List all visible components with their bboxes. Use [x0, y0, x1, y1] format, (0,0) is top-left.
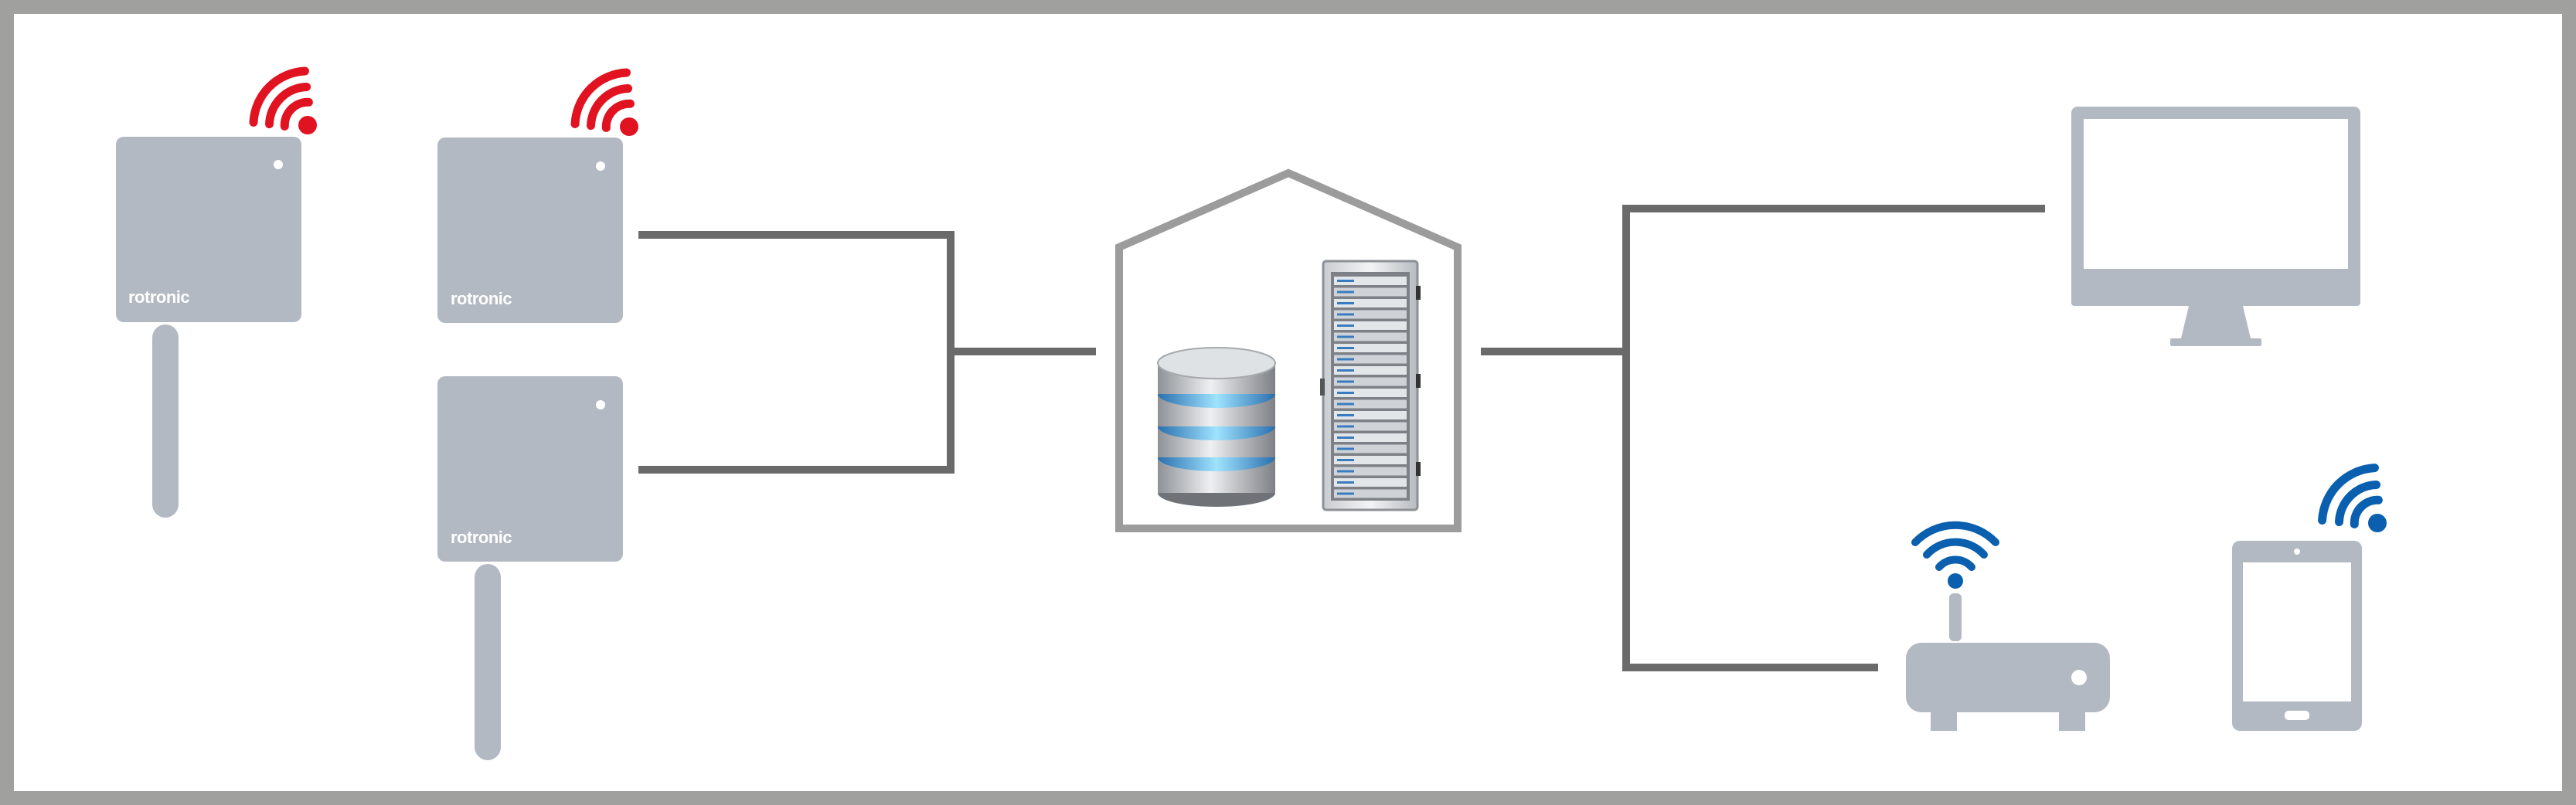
rack-unit-indicator	[1337, 436, 1354, 439]
data-center	[1115, 168, 1462, 532]
sensor-housing	[437, 376, 623, 562]
rack-unit-indicator	[1337, 280, 1354, 282]
server-rack-icon	[1320, 260, 1421, 511]
connector-lines	[638, 205, 2045, 671]
rack-unit	[1334, 467, 1407, 476]
rack-unit-indicator	[1337, 459, 1354, 461]
rack-unit-indicator	[1337, 347, 1354, 349]
rack-unit	[1334, 456, 1407, 464]
rack-unit-indicator	[1337, 425, 1354, 428]
rack-unit-indicator	[1337, 335, 1354, 338]
wifi-signal-icon	[249, 66, 317, 134]
rack-unit-indicator	[1337, 470, 1354, 473]
rack-unit-indicator	[1337, 414, 1354, 416]
sensor-led	[596, 161, 605, 171]
rack-unit	[1334, 433, 1407, 442]
tablet-icon	[2232, 541, 2362, 731]
sensor-led	[596, 400, 605, 409]
rack-unit-indicator	[1337, 290, 1354, 294]
rack-unit-indicator	[1337, 492, 1354, 495]
tablet	[2232, 464, 2387, 731]
sensor-brand-label: rotronic	[451, 528, 512, 547]
sensor-brand-label: rotronic	[451, 289, 512, 308]
sensor-probe	[152, 324, 179, 518]
sensor-3: rotronic	[437, 376, 623, 760]
rack-unit	[1334, 287, 1407, 297]
rack-unit-indicator	[1337, 402, 1354, 406]
rack-unit	[1334, 366, 1407, 375]
rack-unit-indicator	[1337, 481, 1354, 484]
rack-unit	[1334, 344, 1407, 352]
sensor-2: rotronic	[437, 68, 638, 323]
rack-unit	[1334, 310, 1407, 319]
sensor-housing	[116, 137, 301, 322]
sensor-probe	[475, 564, 501, 760]
rack-unit	[1334, 299, 1407, 307]
database-icon	[1157, 347, 1276, 507]
wifi-signal-icon	[1911, 521, 1999, 589]
rack-unit-indicator	[1337, 392, 1354, 394]
wifi-signal-icon	[570, 68, 638, 136]
rack-unit	[1334, 355, 1407, 364]
rack-unit-indicator	[1337, 358, 1354, 361]
router-icon	[1906, 593, 2110, 731]
rack-unit-indicator	[1337, 369, 1354, 372]
monitor-icon	[2071, 107, 2360, 346]
rack-unit	[1334, 478, 1407, 487]
rack-unit-indicator	[1337, 447, 1354, 450]
rack-unit	[1334, 321, 1407, 330]
sensor-brand-label: rotronic	[128, 287, 189, 307]
rack-unit-indicator	[1337, 380, 1354, 383]
rack-unit	[1334, 489, 1407, 498]
sensor-led	[274, 160, 283, 169]
rack-unit	[1334, 444, 1407, 453]
rack-unit	[1334, 411, 1407, 419]
client-bus-line	[1622, 205, 2045, 671]
rack-unit-indicator	[1337, 302, 1354, 304]
wifi-signal-icon	[2318, 464, 2387, 532]
sensor-1: rotronic	[116, 66, 317, 518]
wifi-router	[1906, 521, 2110, 731]
rack-unit	[1334, 422, 1407, 431]
sensor-housing	[437, 138, 623, 323]
rack-unit	[1334, 332, 1407, 341]
rack-unit	[1334, 377, 1407, 386]
rack-unit-indicator	[1337, 313, 1354, 316]
rack-unit	[1334, 399, 1407, 409]
rack-unit	[1334, 277, 1407, 285]
rack-unit-indicator	[1337, 324, 1354, 327]
desktop-monitor	[2071, 107, 2360, 346]
rack-unit	[1334, 389, 1407, 397]
